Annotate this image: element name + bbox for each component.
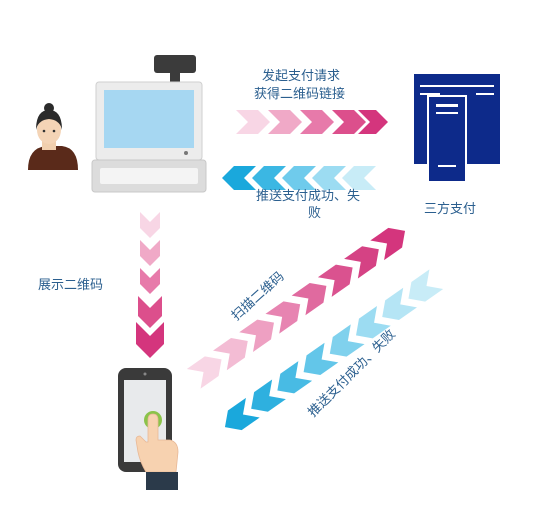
- request-arrows: [236, 110, 388, 134]
- third-party-label: 三方支付: [424, 202, 477, 217]
- server-icon: [414, 74, 500, 183]
- notify-arrows: [222, 166, 376, 190]
- phone-notify-arrows: [224, 269, 444, 431]
- notify-label-line2: 败: [308, 206, 322, 221]
- show-qr-label: 展示二维码: [38, 278, 104, 293]
- request-label-line1: 发起支付请求: [262, 69, 341, 84]
- show-qr-arrows: [136, 212, 164, 358]
- notify-label-line1: 推送支付成功、失: [256, 189, 361, 204]
- request-label-line2: 获得二维码链接: [254, 87, 346, 102]
- hand-tap-icon: [135, 411, 179, 490]
- person-icon: [28, 103, 78, 170]
- scan-arrows: [186, 227, 406, 389]
- pos-terminal-icon: [91, 55, 207, 193]
